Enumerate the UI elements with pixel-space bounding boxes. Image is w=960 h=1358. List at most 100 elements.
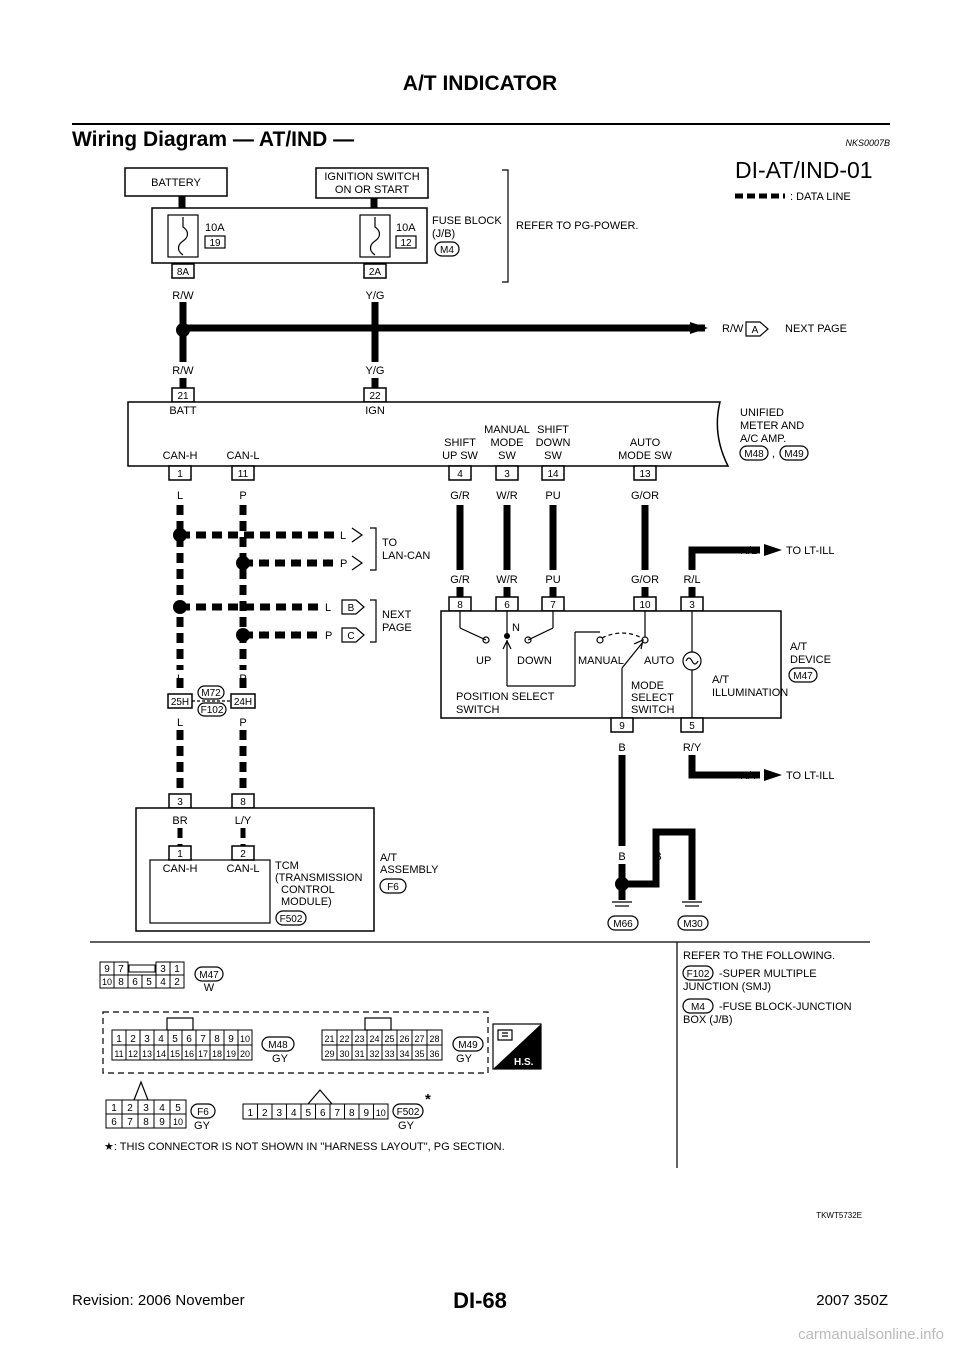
fuse-block-label-2: (J/B): [432, 228, 455, 240]
lan-can-p: P: [340, 558, 347, 570]
battery-label: BATTERY: [151, 177, 201, 189]
pin-2a: 2A: [369, 267, 382, 278]
connector-pin: 11: [114, 1049, 123, 1059]
wire-l-label-1: L: [177, 490, 183, 502]
connector-pin: 8: [118, 977, 124, 988]
refer-bracket: [502, 169, 509, 283]
watermark: carmanualsonline.info: [798, 1326, 944, 1343]
meter-label-1: UNIFIED: [740, 407, 784, 419]
connector-pin: 5: [146, 977, 152, 988]
meter-label-2: METER AND: [740, 420, 804, 432]
fuse-12-icon: [369, 217, 381, 256]
device-label-1: A/T: [790, 641, 807, 653]
fuse-19-number: 19: [209, 238, 221, 249]
footnote: ★: THIS CONNECTOR IS NOT SHOWN IN "HARNE…: [104, 1141, 505, 1153]
tcm-label-1: TCM: [275, 860, 299, 872]
wire-rw-label-top: R/W: [172, 290, 194, 302]
pin-21: 21: [177, 391, 189, 402]
connector-pin: 6: [186, 1034, 192, 1045]
to-lt-ill-1: TO LT-ILL: [786, 545, 835, 557]
f502-color: GY: [398, 1120, 415, 1132]
shift-up-label-2: UP SW: [442, 450, 478, 462]
to-lan-can-1: TO: [382, 537, 398, 549]
switch-down: DOWN: [517, 655, 552, 667]
section-code: NKS0007B: [845, 138, 890, 148]
next-page-b-2: PAGE: [382, 622, 412, 634]
tcm-pin-2: 2: [240, 849, 246, 860]
connector-pin: 22: [339, 1034, 349, 1044]
footer-revision: Revision: 2006 November: [72, 1292, 245, 1309]
diagram-id: DI-AT/IND-01: [735, 157, 873, 183]
connector-pin: 3: [160, 964, 166, 975]
connector-pin: 17: [198, 1049, 208, 1059]
smj-connector-f102: F102: [201, 705, 224, 716]
f502-label: F502: [397, 1107, 420, 1118]
refer-f102: F102: [687, 969, 710, 980]
auto-mode-label-2: MODE SW: [618, 450, 672, 462]
connector-pin: 3: [143, 1103, 149, 1114]
ground-m66: M66: [613, 919, 633, 930]
fuse-12-number: 12: [400, 238, 412, 249]
pin-8a: 8A: [177, 267, 190, 278]
title-rule: [72, 123, 890, 125]
fuse-block-connector: M4: [440, 245, 454, 256]
wire-rl-bottom: R/L: [683, 574, 700, 586]
wire-yg-label-bottom: Y/G: [366, 365, 385, 377]
connector-pin: 9: [363, 1108, 369, 1119]
connector-cell: [237, 1044, 253, 1061]
fuse-block-connector-pill: [434, 241, 460, 257]
lt-ill-arrow-1: [764, 544, 782, 556]
next-b: B: [348, 603, 355, 614]
fuse-block-box: [151, 207, 428, 264]
manual-label-3: SW: [498, 450, 516, 462]
refer-m4-text-2: BOX (J/B): [683, 1014, 733, 1026]
meter-label-3: A/C AMP.: [740, 433, 786, 445]
to-lt-ill-2: TO LT-ILL: [786, 770, 835, 782]
meter-pin-13: 13: [639, 469, 651, 480]
wire-yg-label-top: Y/G: [366, 290, 385, 302]
ground-wire-b-1: B: [618, 851, 625, 863]
connector-pin: 3: [276, 1108, 282, 1119]
tcm-label-3: CONTROL: [281, 884, 335, 896]
connector-pin: 9: [159, 1117, 165, 1128]
connector-pin: 12: [128, 1049, 138, 1059]
wire-wr-top: W/R: [496, 490, 517, 502]
mode-select-1: MODE: [631, 680, 664, 692]
wire-p-label-1: P: [239, 490, 246, 502]
connector-pin: 2: [262, 1108, 268, 1119]
connector-pin: 5: [305, 1108, 311, 1119]
device-label-2: DEVICE: [790, 654, 831, 666]
connector-pin: 36: [429, 1049, 439, 1059]
asm-pin-3: 3: [177, 797, 183, 808]
connector-pin: 2: [127, 1103, 133, 1114]
next-page-label: NEXT PAGE: [785, 323, 847, 335]
next-c: C: [347, 631, 354, 642]
refer-m4-text-1: -FUSE BLOCK-JUNCTION: [719, 1001, 852, 1013]
connector-pin: 28: [429, 1034, 439, 1044]
asm-label-1: A/T: [380, 852, 397, 864]
ignition-label-1: IGNITION SWITCH: [324, 171, 419, 183]
connector-pin: 1: [111, 1103, 117, 1114]
connector-pin: 2: [130, 1034, 136, 1045]
connector-pin: 24: [369, 1034, 379, 1044]
shift-down-label-1: SHIFT: [537, 424, 569, 436]
connector-pin: 35: [414, 1049, 424, 1059]
connector-pin: 19: [226, 1049, 236, 1059]
wire-pu-top: PU: [545, 490, 560, 502]
connector-cell: [426, 1044, 443, 1061]
at-device-box: [440, 610, 782, 719]
device-pin-3: 3: [689, 600, 695, 611]
connector-pin: 20: [240, 1049, 250, 1059]
m47-label: M47: [199, 970, 219, 981]
smj-pin-25h: 25H: [171, 697, 189, 708]
tcm-label-4: MODULE): [281, 896, 332, 908]
connector-pin: 33: [384, 1049, 394, 1059]
connector-pin: 1: [247, 1108, 253, 1119]
tcm-pin-1: 1: [177, 849, 183, 860]
connector-pin: 3: [144, 1034, 150, 1045]
wire-ry-right: R/Y: [740, 770, 759, 782]
device-pin-10: 10: [639, 600, 651, 611]
wire-ly: L/Y: [235, 815, 252, 827]
connector-pin: 7: [127, 1117, 133, 1128]
hs-label: H.S.: [514, 1057, 534, 1068]
